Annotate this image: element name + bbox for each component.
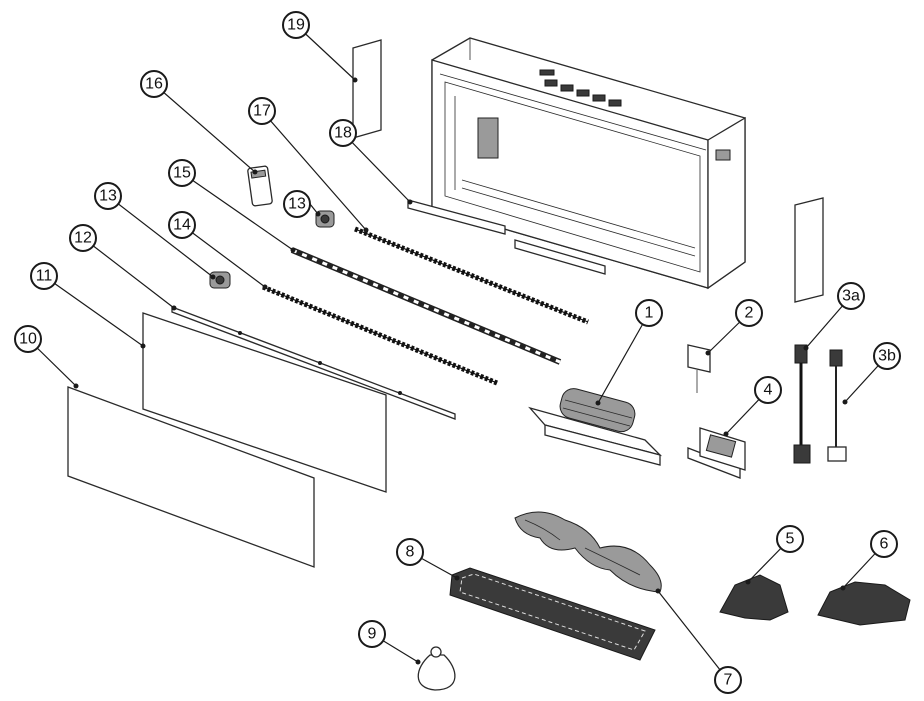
svg-text:7: 7 [724, 672, 733, 689]
side-glass-panel-right [794, 197, 824, 303]
callout-8: 8 [396, 538, 424, 566]
callout-2: 2 [735, 299, 763, 327]
power-adapter [687, 344, 711, 393]
svg-text:9: 9 [368, 626, 377, 643]
callout-16: 16 [140, 70, 168, 98]
callout-9: 9 [358, 620, 386, 648]
callout-3b: 3b [873, 342, 901, 370]
led-strip-upper [354, 226, 589, 325]
svg-text:10: 10 [19, 331, 37, 348]
svg-text:18: 18 [334, 125, 352, 142]
bracket-clip-lower [209, 271, 231, 289]
svg-text:5: 5 [786, 531, 795, 548]
svg-text:16: 16 [145, 76, 163, 93]
svg-text:13: 13 [99, 188, 117, 205]
callout-13-lower: 13 [94, 182, 122, 210]
control-box [687, 427, 746, 479]
side-glass-panel-left [352, 39, 382, 139]
housing-vents [539, 69, 622, 107]
flame-effect-motor [528, 388, 663, 466]
crystal-media-small [719, 574, 789, 621]
svg-text:19: 19 [287, 17, 305, 34]
fireplace-housing [431, 37, 746, 290]
crystal-media-large [817, 581, 911, 626]
svg-text:13: 13 [288, 196, 306, 213]
bracket-clip-upper [315, 210, 335, 228]
callout-19: 19 [282, 11, 310, 39]
svg-text:6: 6 [880, 536, 889, 553]
trim-strips [407, 199, 606, 275]
inner-glass-panel [142, 312, 387, 493]
callout-5: 5 [776, 525, 804, 553]
svg-text:1: 1 [645, 305, 654, 322]
callout-11: 11 [30, 262, 58, 290]
light-strip-15 [290, 247, 562, 365]
svg-text:14: 14 [173, 217, 191, 234]
callout-4: 4 [754, 376, 782, 404]
ember-bag [417, 646, 456, 691]
svg-text:11: 11 [36, 268, 53, 285]
callout-10: 10 [14, 325, 42, 353]
callout-14: 14 [168, 211, 196, 239]
callout-6: 6 [870, 530, 898, 558]
callout-13-upper: 13 [283, 190, 311, 218]
callout-18: 18 [329, 119, 357, 147]
led-strip-lower [262, 284, 498, 386]
callout-12: 12 [69, 224, 97, 252]
power-cord-3b [827, 349, 847, 462]
callout-7: 7 [714, 666, 742, 694]
svg-text:15: 15 [173, 165, 191, 182]
log-set [514, 511, 662, 593]
callout-15: 15 [168, 159, 196, 187]
svg-text:17: 17 [253, 103, 271, 120]
svg-text:2: 2 [745, 305, 754, 322]
svg-text:4: 4 [764, 382, 773, 399]
callout-3a: 3a [837, 282, 865, 310]
svg-text:8: 8 [406, 544, 415, 561]
svg-text:3b: 3b [878, 348, 896, 365]
ember-bed [449, 567, 656, 661]
front-glass-panel [67, 386, 315, 568]
light-strip-12 [171, 306, 456, 420]
callout-1: 1 [635, 299, 663, 327]
callout-17: 17 [248, 97, 276, 125]
power-cord-3a [793, 344, 811, 464]
remote-control [247, 165, 273, 207]
svg-text:12: 12 [74, 230, 92, 247]
svg-text:3a: 3a [842, 288, 860, 305]
